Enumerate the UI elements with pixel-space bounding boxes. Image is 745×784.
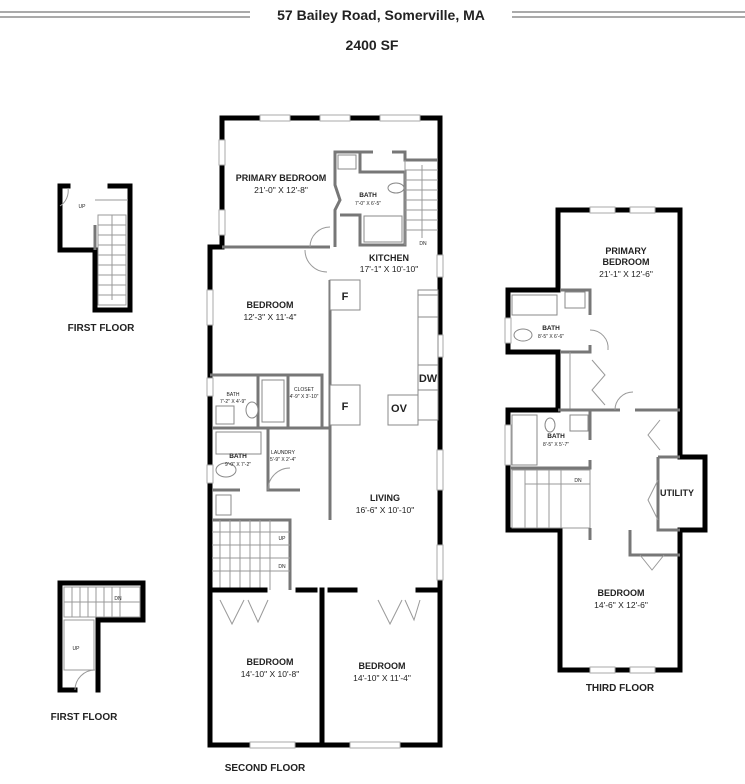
stairs [97,214,127,306]
room-dim: 14'-6" X 12'-6" [594,600,648,610]
room-name: LIVING [370,493,400,503]
first-floor-top-plan: UP FIRST FLOOR [57,183,135,334]
room-name: LAUNDRY [271,450,295,456]
stairs: UP DN [212,518,292,590]
room-name: BATH [227,392,240,398]
area-label: 2400 SF [346,37,399,53]
fridge-label: F [342,291,349,303]
room-dim: 17'-1" X 10'-10" [360,264,418,274]
room-dim: 21'-1" X 12'-6" [599,269,653,279]
room-dim: 14'-10" X 11'-4" [353,673,411,683]
room-dim: 8'-5" X 6'-6" [538,334,564,340]
header: 57 Bailey Road, Somerville, MA 2400 SF [0,7,745,53]
room-name: BATH [359,192,377,199]
first-floor-label: FIRST FLOOR [68,323,135,334]
stairs: DN [511,469,591,529]
stair-dn-label: DN [574,478,582,484]
oven-label: OV [391,403,408,415]
room-name: BATH [542,325,560,332]
room-dim: 7'-2" X 4'-9" [220,399,246,405]
first-floor-bottom-plan: DN UP FIRST FLOOR [51,580,146,723]
stairs [63,586,141,671]
room-dim: 12'-3" X 11'-4" [243,312,296,322]
room-name: BEDROOM [247,657,294,667]
room-name: BEDROOM [603,257,650,267]
third-floor-label: THIRD FLOOR [586,683,655,694]
room-dim: 14'-10" X 10'-8" [241,669,299,679]
second-floor-plan: DN F F DW OV [206,114,444,774]
room-dim: 5'-9" X 2'-4" [270,457,296,463]
room-dim: 9'-0" X 7'-2" [225,462,251,468]
stair-up-label: UP [279,536,287,542]
room-name: BEDROOM [598,588,645,598]
dishwasher-label: DW [419,373,438,385]
room-name: PRIMARY [605,246,646,256]
room-dim: 8'-5" X 5'-7" [543,442,569,448]
fridge-label: F [342,401,349,413]
room-name: BEDROOM [359,661,406,671]
stair-up-label: UP [73,646,81,652]
room-dim: 4'-9" X 3'-10" [290,394,319,400]
stairs [405,165,438,238]
second-floor-label: SECOND FLOOR [225,763,306,774]
stair-dn-label: DN [419,241,427,247]
room-name: UTILITY [660,488,694,498]
stair-dn-label: DN [114,596,122,602]
stair-dn-label: DN [278,564,286,570]
room-name: BATH [229,453,247,460]
room-dim: 7'-0" X 6'-5" [355,201,381,207]
room-name: BEDROOM [247,300,294,310]
room-name: KITCHEN [369,253,409,263]
stair-up-label: UP [79,204,87,210]
address-title: 57 Bailey Road, Somerville, MA [277,7,485,23]
room-name: PRIMARY BEDROOM [236,173,327,183]
third-floor-plan: DN PRIMARY BEDROOM 21'-1" X 12'-6" BATH … [504,206,708,694]
room-name: BATH [547,433,565,440]
room-dim: 16'-6" X 10'-10" [356,505,414,515]
room-name: CLOSET [294,387,314,393]
first-floor-label: FIRST FLOOR [51,712,118,723]
room-dim: 21'-0" X 12'-8" [254,185,308,195]
